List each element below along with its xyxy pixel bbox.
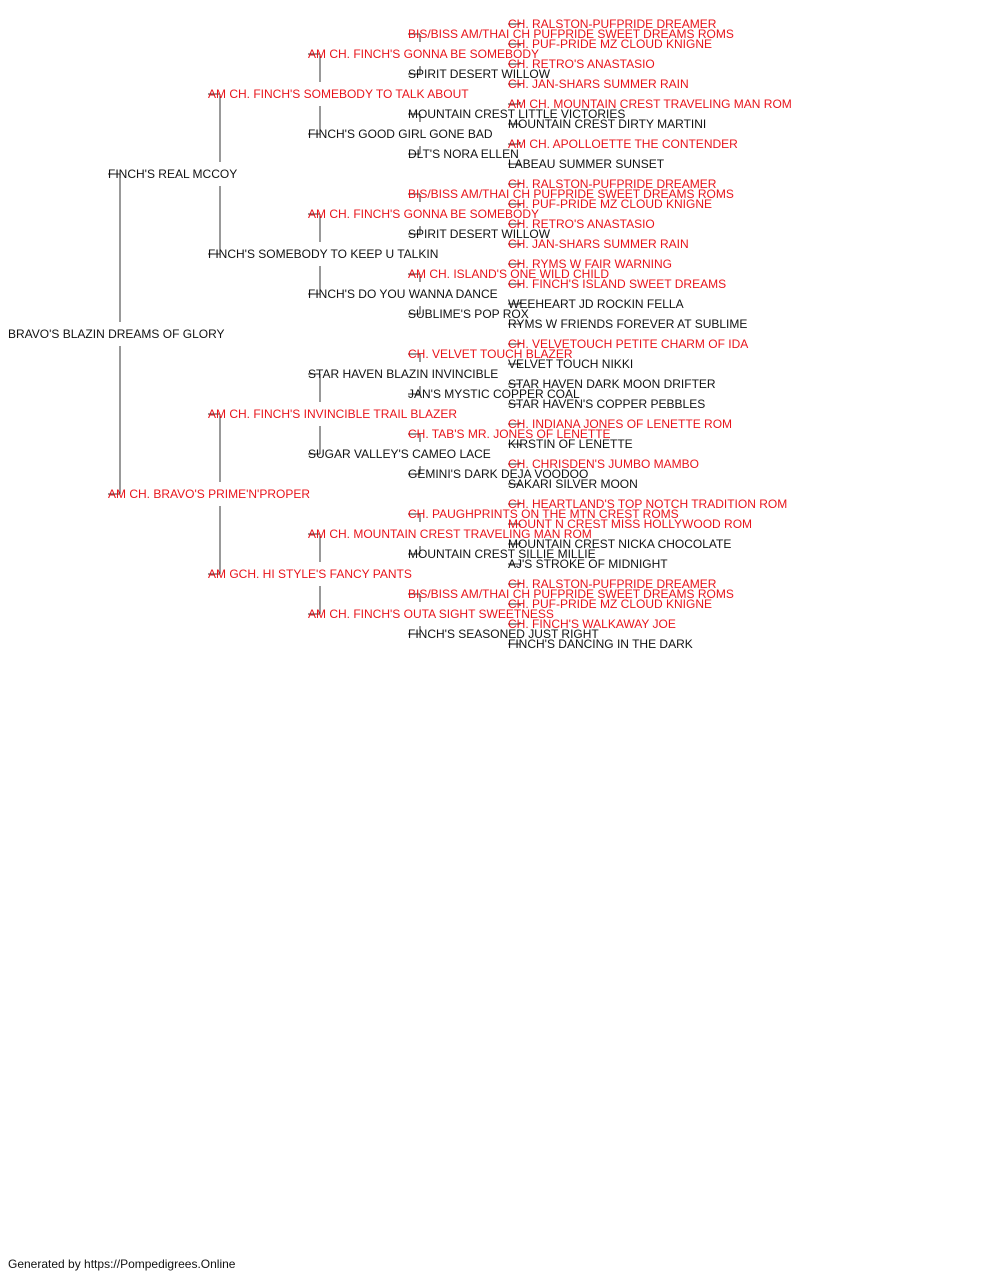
- dog-name-gen-5: CH. JAN-SHARS SUMMER RAIN: [508, 237, 689, 251]
- dog-name-gen-4: MOUNTAIN CREST SILLIE MILLIE: [408, 547, 596, 561]
- dog-name-gen-3: AM CH. FINCH'S GONNA BE SOMEBODY: [308, 47, 539, 61]
- dog-name-gen-5: CH. VELVETOUCH PETITE CHARM OF IDA: [508, 337, 748, 351]
- dog-name-gen-3: STAR HAVEN BLAZIN INVINCIBLE: [308, 367, 498, 381]
- footer-credit: Generated by https://Pompedigrees.Online: [8, 1257, 236, 1271]
- dog-name-gen-5: CH. HEARTLAND'S TOP NOTCH TRADITION ROM: [508, 497, 787, 511]
- dog-name-gen-5: CH. RYMS W FAIR WARNING: [508, 257, 672, 271]
- dog-name-gen-4: SUBLIME'S POP ROX: [408, 307, 529, 321]
- dog-name-gen-3: AM CH. FINCH'S GONNA BE SOMEBODY: [308, 207, 539, 221]
- dog-name-gen-2: AM CH. FINCH'S INVINCIBLE TRAIL BLAZER: [208, 407, 457, 421]
- dog-name-gen-3: AM CH. FINCH'S OUTA SIGHT SWEETNESS: [308, 607, 554, 621]
- dog-name-gen-3: AM CH. MOUNTAIN CREST TRAVELING MAN ROM: [308, 527, 592, 541]
- dog-name-gen-5: LABEAU SUMMER SUNSET: [508, 157, 665, 171]
- dog-name-gen-4: BIS/BISS AM/THAI CH PUFPRIDE SWEET DREAM…: [408, 187, 734, 201]
- dog-name-gen-5: WEEHEART JD ROCKIN FELLA: [508, 297, 684, 311]
- dog-name-gen-4: MOUNTAIN CREST LITTLE VICTORIES: [408, 107, 625, 121]
- dog-name-gen-5: RYMS W FRIENDS FOREVER AT SUBLIME: [508, 317, 747, 331]
- dog-name-gen-5: CH. PUF-PRIDE MZ CLOUD KNIGNE: [508, 37, 712, 51]
- dog-name-gen-5: KIRSTIN OF LENETTE: [508, 437, 633, 451]
- dog-name-gen-5: CH. FINCH'S WALKAWAY JOE: [508, 617, 676, 631]
- dog-name-gen-5: CH. RETRO'S ANASTASIO: [508, 57, 655, 71]
- dog-name-gen-1: AM CH. BRAVO'S PRIME'N'PROPER: [108, 487, 310, 501]
- dog-name-gen-5: CH. PUF-PRIDE MZ CLOUD KNIGNE: [508, 597, 712, 611]
- dog-name-gen-2: AM GCH. HI STYLE'S FANCY PANTS: [208, 567, 412, 581]
- dog-name-gen-4: FINCH'S SEASONED JUST RIGHT: [408, 627, 599, 641]
- dog-name-gen-5: MOUNT N CREST MISS HOLLYWOOD ROM: [508, 517, 752, 531]
- dog-name-gen-5: CH. RETRO'S ANASTASIO: [508, 217, 655, 231]
- dog-name-gen-5: AM CH. MOUNTAIN CREST TRAVELING MAN ROM: [508, 97, 792, 111]
- dog-name-gen-2: FINCH'S SOMEBODY TO KEEP U TALKIN: [208, 247, 438, 261]
- dog-name-gen-5: AM CH. APOLLOETTE THE CONTENDER: [508, 137, 738, 151]
- dog-name-gen-4: JAN'S MYSTIC COPPER COAL: [408, 387, 580, 401]
- dog-name-gen-5: CH. INDIANA JONES OF LENETTE ROM: [508, 417, 732, 431]
- dog-name-gen-4: DLT'S NORA ELLEN: [408, 147, 519, 161]
- dog-name-gen-5: CH. PUF-PRIDE MZ CLOUD KNIGNE: [508, 197, 712, 211]
- dog-name-gen-5: MOUNTAIN CREST DIRTY MARTINI: [508, 117, 706, 131]
- dog-name-gen-0: BRAVO'S BLAZIN DREAMS OF GLORY: [8, 327, 225, 341]
- dog-name-gen-5: CH. JAN-SHARS SUMMER RAIN: [508, 77, 689, 91]
- dog-name-gen-4: GEMINI'S DARK DEJA VOODOO: [408, 467, 588, 481]
- dog-name-gen-4: CH. PAUGHPRINTS ON THE MTN CREST ROMS: [408, 507, 679, 521]
- dog-name-gen-5: CH. CHRISDEN'S JUMBO MAMBO: [508, 457, 699, 471]
- dog-name-gen-5: CH. RALSTON-PUFPRIDE DREAMER: [508, 17, 717, 31]
- dog-name-gen-3: FINCH'S GOOD GIRL GONE BAD: [308, 127, 493, 141]
- dog-name-gen-5: STAR HAVEN'S COPPER PEBBLES: [508, 397, 705, 411]
- dog-name-gen-5: MOUNTAIN CREST NICKA CHOCOLATE: [508, 537, 731, 551]
- dog-name-gen-4: CH. TAB'S MR. JONES OF LENETTE: [408, 427, 611, 441]
- dog-name-gen-5: CH. RALSTON-PUFPRIDE DREAMER: [508, 177, 717, 191]
- dog-name-gen-4: CH. VELVET TOUCH BLAZER: [408, 347, 573, 361]
- dog-name-gen-4: SPIRIT DESERT WILLOW: [408, 67, 551, 81]
- dog-name-gen-3: FINCH'S DO YOU WANNA DANCE: [308, 287, 498, 301]
- dog-name-gen-2: AM CH. FINCH'S SOMEBODY TO TALK ABOUT: [208, 87, 469, 101]
- dog-name-gen-5: SAKARI SILVER MOON: [508, 477, 638, 491]
- dog-name-gen-5: AJ'S STROKE OF MIDNIGHT: [508, 557, 668, 571]
- dog-name-gen-4: BIS/BISS AM/THAI CH PUFPRIDE SWEET DREAM…: [408, 587, 734, 601]
- dog-name-gen-4: SPIRIT DESERT WILLOW: [408, 227, 551, 241]
- dog-name-gen-5: VELVET TOUCH NIKKI: [508, 357, 633, 371]
- dog-name-gen-5: CH. RALSTON-PUFPRIDE DREAMER: [508, 577, 717, 591]
- dog-name-gen-5: FINCH'S DANCING IN THE DARK: [508, 637, 693, 651]
- dog-name-gen-1: FINCH'S REAL MCCOY: [108, 167, 237, 181]
- dog-name-gen-5: STAR HAVEN DARK MOON DRIFTER: [508, 377, 716, 391]
- dog-name-gen-5: CH. FINCH'S ISLAND SWEET DREAMS: [508, 277, 726, 291]
- dog-name-gen-4: AM CH. ISLAND'S ONE WILD CHILD: [408, 267, 609, 281]
- dog-name-gen-3: SUGAR VALLEY'S CAMEO LACE: [308, 447, 491, 461]
- dog-name-gen-4: BIS/BISS AM/THAI CH PUFPRIDE SWEET DREAM…: [408, 27, 734, 41]
